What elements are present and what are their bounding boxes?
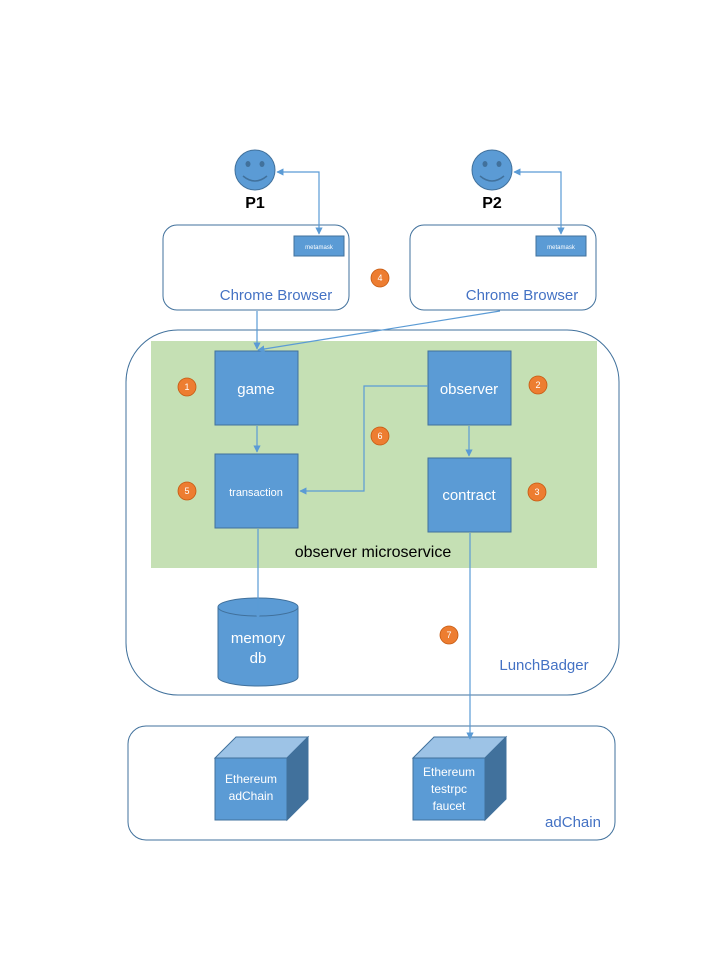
person-label: P2 (482, 195, 502, 212)
adchain-label: adChain (545, 814, 601, 831)
person-p1: P1 (234, 149, 276, 212)
db-label-line2: db (250, 650, 267, 667)
adchain-container: adChain (127, 725, 616, 841)
cube-label-line: Ethereum (423, 765, 475, 779)
cube-label-line: adChain (229, 789, 274, 803)
metamask-box (293, 235, 345, 257)
node-label: contract (442, 487, 496, 504)
svg-text:2: 2 (535, 380, 540, 390)
smiley-face-icon (471, 149, 513, 191)
svg-text:5: 5 (184, 486, 189, 496)
smiley-face-icon (234, 149, 276, 191)
step-badge-2: 2 (528, 375, 548, 395)
step-badge-6: 6 (370, 426, 390, 446)
contract-node: contract (427, 457, 512, 533)
svg-text:6: 6 (377, 431, 382, 441)
metamask-label: metamask (547, 245, 576, 251)
svg-text:3: 3 (534, 487, 539, 497)
microservice-label: observer microservice (295, 544, 452, 561)
ethereum-adchain-cube: Ethereum adChain (213, 735, 310, 822)
ethereum-testrpc-faucet-cube: Ethereum testrpc faucet (411, 735, 508, 822)
browser-label: Chrome Browser (466, 287, 579, 304)
metamask-label: metamask (305, 245, 334, 251)
person-p2: P2 (471, 149, 513, 212)
browser-label: Chrome Browser (220, 287, 333, 304)
game-node: game (214, 350, 299, 426)
observer-node: observer (427, 350, 512, 426)
browser2-to-game-arrow (257, 310, 501, 353)
step-badge-4: 4 (370, 268, 390, 288)
node-label: game (237, 381, 275, 398)
p2-metamask-connector (513, 168, 565, 235)
db-label-line1: memory (231, 630, 286, 647)
node-label: observer (440, 381, 498, 398)
step-badge-1: 1 (177, 377, 197, 397)
chrome-browser-p2: metamask Chrome Browser (409, 224, 597, 311)
p1-metamask-connector (276, 168, 323, 235)
step-badge-3: 3 (527, 482, 547, 502)
step-badge-7: 7 (439, 625, 459, 645)
cube-label-line: testrpc (431, 782, 467, 796)
svg-text:7: 7 (446, 630, 451, 640)
svg-text:1: 1 (184, 382, 189, 392)
node-label: transaction (229, 487, 283, 499)
metamask-box (535, 235, 587, 257)
person-label: P1 (245, 195, 265, 212)
chrome-browser-p1: metamask Chrome Browser (162, 224, 350, 311)
observer-to-transaction-arrow (299, 385, 428, 495)
svg-text:4: 4 (377, 273, 382, 283)
cube-label-line: faucet (433, 799, 466, 813)
step-badge-5: 5 (177, 481, 197, 501)
transaction-node: transaction (214, 453, 299, 529)
memory-db-cylinder: memory db (217, 597, 299, 687)
cube-label-line: Ethereum (225, 772, 277, 786)
lunchbadger-label: LunchBadger (499, 657, 588, 674)
